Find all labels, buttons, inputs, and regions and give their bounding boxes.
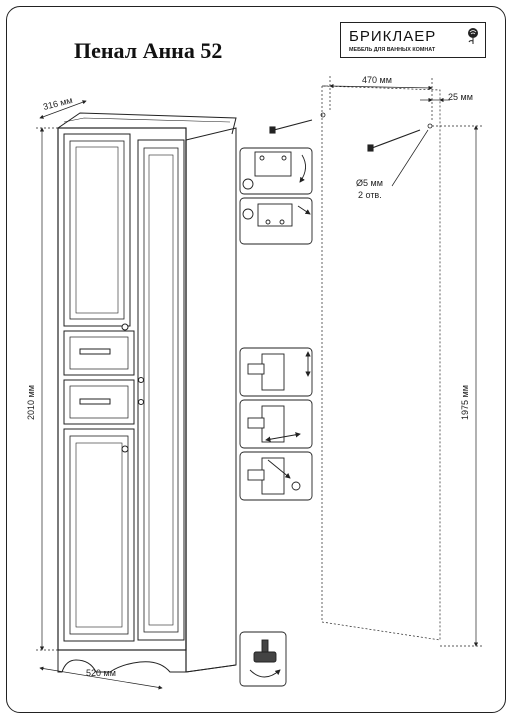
- mount-hole-right: [427, 123, 433, 129]
- edge-offset-label: 25 мм: [448, 92, 473, 102]
- brand-name: БРИКЛАЕР: [349, 28, 437, 45]
- width-label: 520 мм: [86, 668, 116, 678]
- hinge-detail-icon: [239, 147, 313, 501]
- rotate-arrow-icon: [249, 669, 281, 678]
- height-dimension: [36, 127, 58, 651]
- hole-spacing-label: 470 мм: [362, 75, 392, 85]
- depth-label: 316 мм: [42, 95, 73, 112]
- adjustable-foot-icon: [239, 631, 287, 687]
- hole-callout: [391, 129, 429, 187]
- rose-icon: [468, 28, 478, 44]
- wall-bolt-icon: [269, 119, 421, 152]
- hole-diameter-label: Ø5 мм: [356, 178, 383, 188]
- height-label: 2010 мм: [26, 385, 36, 420]
- page-frame: [6, 6, 506, 713]
- page-title: Пенал Анна 52: [74, 38, 223, 63]
- width-dimension: [39, 666, 163, 690]
- wall-panel: [321, 85, 441, 641]
- wall-height-label: 1975 мм: [460, 385, 470, 420]
- brand-tagline: МЕБЕЛЬ ДЛЯ ВАННЫХ КОМНАТ: [349, 47, 436, 53]
- brand-logo: БРИКЛАЕР МЕБЕЛЬ ДЛЯ ВАННЫХ КОМНАТ: [340, 22, 486, 58]
- hole-count-label: 2 отв.: [358, 190, 382, 200]
- mount-hole-left: [320, 112, 326, 118]
- wall-height-dimension: [432, 125, 484, 647]
- depth-dimension: [39, 100, 87, 119]
- cabinet-drawing: [57, 112, 237, 673]
